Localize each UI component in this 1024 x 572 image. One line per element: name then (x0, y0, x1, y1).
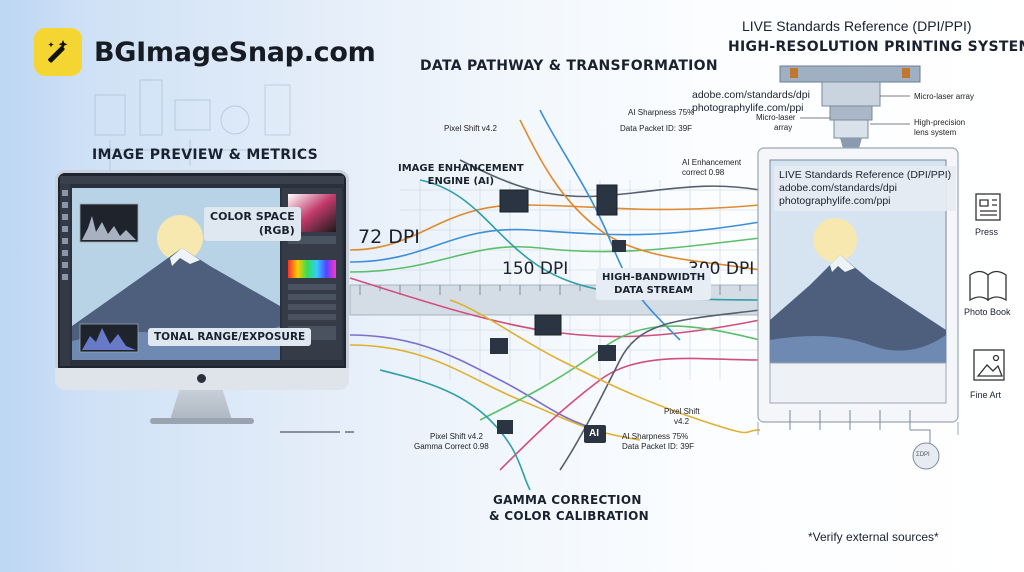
title-right-2: HIGH-RESOLUTION PRINTING SYSTEM (728, 39, 1024, 55)
monitor-base (150, 418, 254, 424)
title-left: IMAGE PREVIEW & METRICS (92, 147, 319, 163)
anno-ai-enh-2: correct 0.98 (682, 168, 725, 177)
lens-a: High-precision (914, 118, 966, 127)
output-press: Press (975, 227, 999, 237)
dial-label: ΣDPI (916, 452, 930, 458)
micro-laser-2a: Micro-laser (756, 113, 796, 122)
anno-packet-b: Data Packet ID: 39F (622, 442, 695, 451)
color-space-sub: (RGB) (258, 224, 295, 237)
micro-laser-1: Micro-laser array (914, 92, 975, 101)
color-space-label: COLOR SPACE (RGB) (204, 207, 301, 241)
anno-pixel-shift-br: Pixel Shift (664, 407, 700, 416)
dpi-150: 150 DPI (502, 259, 569, 279)
engine-label: IMAGE ENHANCEMENT ENGINE (AI) (398, 162, 524, 188)
anno-ai-sharp-b: AI Sharpness 75% (622, 432, 689, 441)
stream-label: HIGH-BANDWIDTH DATA STREAM (596, 268, 712, 300)
anno-pixel-shift-br-2: v4.2 (674, 417, 690, 426)
screen-title: LIVE Standards Reference (DPI/PPI) (779, 169, 952, 181)
micro-laser-2b: array (774, 123, 793, 132)
anno-ai-enh: AI Enhancement (682, 158, 742, 167)
title-center: DATA PATHWAY & TRANSFORMATION (420, 58, 718, 74)
anno-gamma-bl: Gamma Correct 0.98 (414, 442, 489, 451)
ai-chip-label: AI (589, 428, 599, 439)
stream-line-1: HIGH-BANDWIDTH (602, 272, 706, 283)
lens-b: lens system (914, 128, 957, 137)
engine-line-1: IMAGE ENHANCEMENT (398, 163, 524, 174)
dpi-72: 72 DPI (358, 226, 420, 248)
engine-line-2: ENGINE (AI) (427, 176, 495, 187)
logo[interactable]: BGImageSnap.com (34, 28, 376, 76)
anno-pixel-shift-bl: Pixel Shift v4.2 (430, 432, 483, 441)
verify-note: *Verify external sources* (808, 530, 939, 544)
anno-pixel-shift-top: Pixel Shift v4.2 (444, 124, 497, 133)
title-right-1: LIVE Standards Reference (DPI/PPI) (742, 18, 972, 34)
screen-link-1[interactable]: adobe.com/standards/dpi (779, 182, 897, 194)
printer-screen-overlay: LIVE Standards Reference (DPI/PPI) adobe… (774, 166, 957, 211)
output-fine-art: Fine Art (970, 390, 1002, 400)
printer-link-2[interactable]: photographylife.com/ppi (692, 102, 804, 114)
output-photo-book: Photo Book (964, 307, 1011, 317)
anno-packet-top: Data Packet ID: 39F (620, 124, 693, 133)
chips (490, 184, 626, 443)
magic-wand-icon (34, 28, 82, 76)
title-gamma-2: & COLOR CALIBRATION (489, 509, 650, 523)
anno-ai-sharp-top: AI Sharpness 75% (628, 108, 695, 117)
printer-link-1[interactable]: adobe.com/standards/dpi (692, 89, 810, 101)
tonal-range-label: TONAL RANGE/EXPOSURE (148, 328, 312, 346)
logo-text: BGImageSnap.com (94, 36, 376, 68)
monitor-stand (170, 390, 232, 420)
color-space-text: COLOR SPACE (210, 210, 295, 223)
screen-link-2[interactable]: photographylife.com/ppi (779, 195, 891, 207)
stream-line-2: DATA STREAM (614, 285, 693, 296)
power-dot (197, 374, 206, 383)
title-gamma: GAMMA CORRECTION (493, 493, 642, 507)
